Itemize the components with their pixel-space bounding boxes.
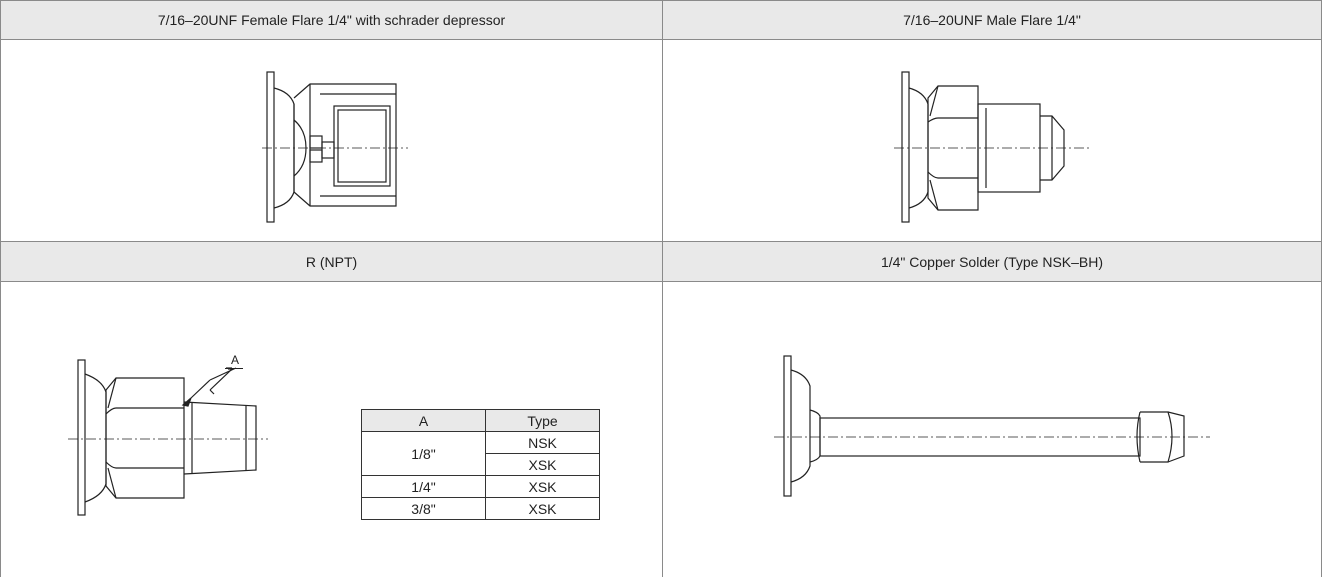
table-row: 3/8" XSK bbox=[361, 497, 600, 520]
header-female-flare: 7/16–20UNF Female Flare 1/4" with schrad… bbox=[1, 1, 662, 39]
table-cell-type: NSK bbox=[485, 431, 600, 454]
npt-callout-underline bbox=[225, 368, 243, 369]
grid-line-h1 bbox=[0, 39, 1322, 40]
thread-type-table: A Type 1/8" NSK XSK 1/4" XSK 3/8" XSK bbox=[361, 409, 600, 520]
grid-line-center bbox=[662, 0, 663, 577]
grid-line-top bbox=[0, 0, 1322, 1]
grid-line-h3 bbox=[0, 281, 1322, 282]
female-flare-drawing bbox=[262, 71, 408, 223]
table-cell-type: XSK bbox=[485, 475, 600, 498]
table-header-row: A Type bbox=[361, 409, 600, 432]
grid-line-left bbox=[0, 0, 1, 577]
header-npt: R (NPT) bbox=[1, 242, 662, 281]
table-cell-type: XSK bbox=[485, 453, 600, 476]
table-cell-a: 1/8" bbox=[361, 431, 486, 476]
header-copper-solder: 1/4" Copper Solder (Type NSK–BH) bbox=[663, 242, 1321, 281]
copper-solder-drawing bbox=[774, 355, 1210, 497]
male-flare-drawing bbox=[894, 71, 1090, 223]
table-cell-a: 3/8" bbox=[361, 497, 486, 520]
table-cell-type: XSK bbox=[485, 497, 600, 520]
table-cell-a: 1/4" bbox=[361, 475, 486, 498]
npt-callout-label: A bbox=[231, 353, 240, 367]
grid-line-h2 bbox=[0, 241, 1322, 242]
table-header-type: Type bbox=[485, 409, 600, 432]
table-header-a: A bbox=[361, 409, 486, 432]
table-row: XSK bbox=[362, 453, 600, 476]
npt-drawing bbox=[68, 359, 268, 516]
header-male-flare: 7/16–20UNF Male Flare 1/4" bbox=[663, 1, 1321, 39]
table-row: 1/8" NSK bbox=[361, 431, 600, 476]
table-row: 1/4" XSK bbox=[361, 475, 600, 498]
